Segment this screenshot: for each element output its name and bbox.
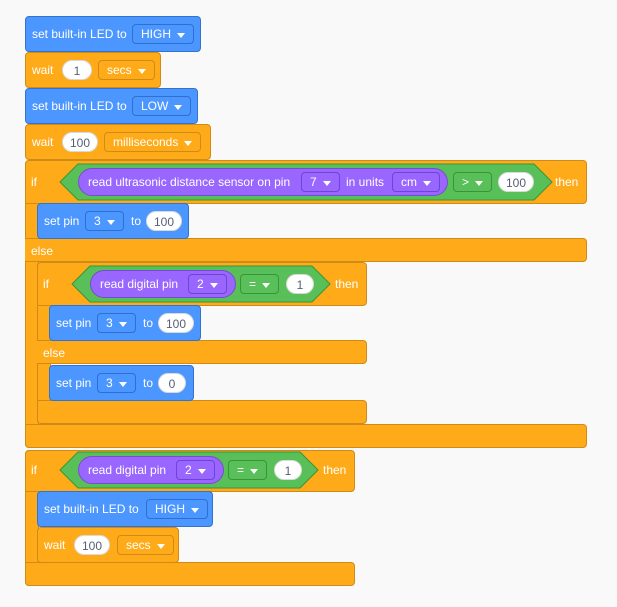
then-label: then	[335, 277, 359, 291]
else-label: else	[31, 244, 54, 258]
wait-unit-dropdown[interactable]: secs	[117, 535, 174, 555]
to-label: to	[143, 376, 154, 390]
digital-pin-reporter[interactable]: read digital pin 2	[78, 456, 224, 484]
operator-dropdown[interactable]: =	[228, 460, 268, 480]
read-digital-label: read digital pin	[100, 277, 179, 291]
inner-if-bottom-bar	[37, 400, 367, 424]
set-pin-label: set pin	[44, 214, 80, 228]
compare-value-input[interactable]: 1	[274, 460, 302, 480]
if-label: if	[31, 175, 37, 189]
set-pin-block-2[interactable]: set pin 3 to 100	[49, 305, 201, 341]
to-label: to	[131, 214, 142, 228]
in-units-label: in units	[346, 175, 385, 189]
ultrasonic-sensor-reporter[interactable]: read ultrasonic distance sensor on pin 7…	[78, 168, 448, 196]
operator-dropdown[interactable]: >	[453, 172, 493, 192]
ultrasonic-label: read ultrasonic distance sensor on pin	[88, 175, 291, 189]
pin-dropdown[interactable]: 3	[97, 313, 136, 333]
wait-value-input[interactable]: 1	[62, 60, 92, 80]
set-pin-label: set pin	[56, 376, 92, 390]
set-led-block-2[interactable]: set built-in LED to LOW	[25, 88, 198, 124]
set-led-block-1[interactable]: set built-in LED to HIGH	[25, 16, 201, 52]
then-label: then	[323, 463, 347, 477]
pin-dropdown[interactable]: 3	[97, 373, 136, 393]
wait-block-3[interactable]: wait 100 secs	[37, 527, 179, 563]
else-label: else	[43, 346, 66, 360]
set-pin-label: set pin	[56, 316, 92, 330]
led-state-dropdown[interactable]: LOW	[132, 96, 192, 116]
if-label: if	[31, 463, 37, 477]
set-led-block-3[interactable]: set built-in LED to HIGH	[37, 491, 213, 527]
led-state-dropdown[interactable]: HIGH	[132, 24, 194, 44]
digital-pin-dropdown[interactable]: 2	[176, 460, 215, 480]
wait-unit-dropdown[interactable]: milliseconds	[104, 132, 202, 152]
wait-block-2[interactable]: wait 100 milliseconds	[25, 124, 211, 160]
wait-block-1[interactable]: wait 1 secs	[25, 52, 161, 88]
if2-bottom-bar	[25, 562, 355, 586]
wait-value-input[interactable]: 100	[62, 132, 98, 152]
else-bar[interactable]	[25, 238, 587, 262]
set-led-label: set built-in LED to	[32, 27, 127, 41]
then-label: then	[555, 175, 579, 189]
wait-label: wait	[32, 135, 54, 149]
wait-value-input[interactable]: 100	[74, 535, 110, 555]
led-state-dropdown[interactable]: HIGH	[146, 499, 208, 519]
digital-pin-dropdown[interactable]: 2	[188, 274, 227, 294]
read-digital-label: read digital pin	[88, 463, 167, 477]
compare-value-input[interactable]: 100	[498, 172, 534, 192]
sensor-pin-dropdown[interactable]: 7	[301, 172, 340, 192]
units-dropdown[interactable]: cm	[392, 172, 440, 192]
set-led-label: set built-in LED to	[32, 99, 127, 113]
wait-label: wait	[32, 63, 54, 77]
if-label: if	[43, 277, 49, 291]
operator-dropdown[interactable]: =	[240, 274, 280, 294]
pin-value-input[interactable]: 100	[158, 313, 194, 333]
set-pin-block-3[interactable]: set pin 3 to 0	[49, 365, 194, 401]
compare-value-input[interactable]: 1	[286, 274, 314, 294]
wait-label: wait	[44, 538, 66, 552]
pin-dropdown[interactable]: 3	[85, 211, 124, 231]
if-else-bottom-bar	[25, 424, 587, 448]
set-led-label: set built-in LED to	[44, 502, 139, 516]
to-label: to	[143, 316, 154, 330]
inner-else-bar[interactable]	[37, 340, 367, 364]
wait-unit-dropdown[interactable]: secs	[98, 60, 155, 80]
pin-value-input[interactable]: 100	[146, 211, 182, 231]
set-pin-block-1[interactable]: set pin 3 to 100	[37, 203, 189, 239]
digital-pin-reporter[interactable]: read digital pin 2	[90, 270, 236, 298]
pin-value-input[interactable]: 0	[158, 373, 186, 393]
